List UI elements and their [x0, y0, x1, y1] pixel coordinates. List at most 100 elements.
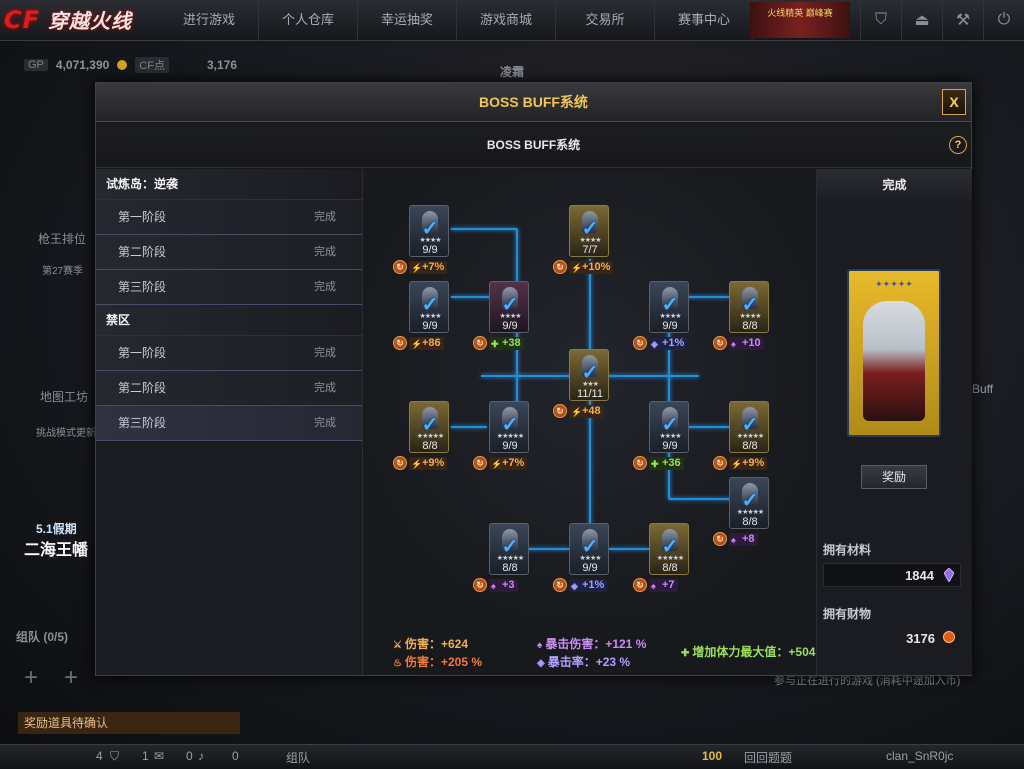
buff-node[interactable]: ✓★★★★7/7↻⚡+10% [553, 205, 614, 274]
coin-icon [943, 631, 955, 643]
buff-value: +38 [502, 337, 521, 349]
stage-name: 第三阶段 [118, 280, 167, 294]
nav-exchange[interactable]: 交易所 [556, 0, 655, 40]
top-center-text: 凌霜 [500, 65, 525, 79]
speaker-icon[interactable]: ♪ [198, 749, 204, 763]
stage-item-selected[interactable]: 第三阶段完成 [96, 406, 362, 441]
stage-item[interactable]: 第二阶段完成 [96, 235, 362, 270]
stage-item[interactable]: 第二阶段完成 [96, 371, 362, 406]
rank-title[interactable]: 枪王排位 [38, 232, 87, 246]
buff-card[interactable]: ✓★★★★★8/8 [409, 401, 449, 453]
upgrade-icon[interactable]: ↻ [713, 336, 727, 350]
character-portrait [582, 211, 598, 233]
character-portrait [742, 483, 758, 505]
buff-node[interactable]: ✓★★★★9/9↻⚡+7% [393, 205, 449, 274]
boss-buff-dialog: BOSS BUFF系统 X BOSS BUFF系统 ? 试炼岛：逆袭 第一阶段完… [95, 82, 972, 676]
buff-node[interactable]: ✓★★★★★8/8↻♠+7 [633, 523, 689, 592]
crit-rate-icon: ◈ [537, 658, 545, 669]
materials-label: 拥有材料 [823, 543, 872, 557]
group-header-trial-island[interactable]: 试炼岛：逆袭 [96, 169, 362, 200]
buff-card[interactable]: ✓★★★★9/9 [409, 281, 449, 333]
promo-banner[interactable]: 火线精英 巅峰赛 [750, 2, 850, 38]
upgrade-icon[interactable]: ↻ [713, 456, 727, 470]
upgrade-icon[interactable]: ↻ [393, 260, 407, 274]
reward-button[interactable]: 奖励 [861, 465, 927, 489]
buff-card[interactable]: ✓★★★11/11 [569, 349, 609, 401]
buff-node[interactable]: ✓★★★★9/9↻⚡+86 [393, 281, 449, 350]
buff-node[interactable]: ✓★★★★8/8↻♠+10 [713, 281, 769, 350]
nav-shop[interactable]: 游戏商城 [457, 0, 556, 40]
star-rating: ★★★★★ [416, 433, 444, 440]
stage-item[interactable]: 第三阶段完成 [96, 270, 362, 305]
shield-icon[interactable]: ⛉ [860, 0, 901, 40]
upgrade-icon[interactable]: ↻ [633, 456, 647, 470]
stage-name: 第二阶段 [118, 381, 167, 395]
buff-card[interactable]: ✓★★★★9/9 [489, 281, 529, 333]
upgrade-icon[interactable]: ↻ [553, 260, 567, 274]
upgrade-icon[interactable]: ↻ [713, 532, 727, 546]
buff-card[interactable]: ✓★★★★9/9 [409, 205, 449, 257]
buff-card[interactable]: ✓★★★★9/9 [649, 401, 689, 453]
boss-reward-card[interactable]: ✦✦✦✦✦ [847, 269, 941, 437]
orange-buff-icon: ⚡ [411, 339, 423, 349]
upgrade-icon[interactable]: ↻ [633, 336, 647, 350]
buff-card[interactable]: ✓★★★★★8/8 [649, 523, 689, 575]
nav-events[interactable]: 赛事中心 [655, 0, 754, 40]
map-workshop[interactable]: 地图工坊 [40, 390, 89, 404]
buff-card[interactable]: ✓★★★★★8/8 [729, 401, 769, 453]
clan-name[interactable]: clan_SnR0jc [886, 749, 954, 763]
checkmark-icon: ✓ [581, 218, 599, 240]
buff-value: +7% [422, 261, 445, 273]
wealth-label: 拥有财物 [823, 607, 872, 621]
stage-item[interactable]: 第一阶段完成 [96, 336, 362, 371]
buff-node[interactable]: ✓★★★★★9/9 ↻⚡+7% [473, 401, 529, 470]
stage-item[interactable]: 第一阶段完成 [96, 200, 362, 235]
star-rating: ★★★★★ [736, 433, 764, 440]
power-icon[interactable]: ⏻ [983, 0, 1024, 40]
buff-card[interactable]: ✓★★★★7/7 [569, 205, 609, 257]
buff-node[interactable]: ✓★★★★9/9↻✚+38 [473, 281, 529, 350]
buff-node[interactable]: ✓★★★★★8/8↻♠+8 [713, 477, 769, 546]
reward-confirm-bar[interactable]: 奖励道具待确认 [18, 712, 240, 734]
channel-label[interactable]: 组队 [286, 751, 311, 765]
nav-play-game[interactable]: 进行游戏 [160, 0, 259, 40]
buff-card[interactable]: ✓★★★★9/9 [569, 523, 609, 575]
buff-label: ↻⚡+7% [473, 456, 531, 472]
buff-node[interactable]: ✓★★★★9/9↻◈+1% [633, 281, 689, 350]
buff-node[interactable]: ✓★★★★9/9↻✚+36 [633, 401, 689, 470]
add-member-icon-2[interactable]: + [64, 664, 79, 691]
buff-node[interactable]: ✓★★★★★8/8↻⚡+9% [713, 401, 769, 470]
buff-card[interactable]: ✓★★★★9/9 [649, 281, 689, 333]
buff-card[interactable]: ✓★★★★★8/8 [489, 523, 529, 575]
help-icon[interactable]: ? [949, 136, 967, 154]
upgrade-icon[interactable]: ↻ [393, 336, 407, 350]
buff-card[interactable]: ✓★★★★★9/9 [489, 401, 529, 453]
buff-node[interactable]: ✓★★★★★8/8↻♠+3 [473, 523, 529, 592]
buff-card[interactable]: ✓★★★★★8/8 [729, 477, 769, 529]
group-header-restricted-zone[interactable]: 禁区 [96, 305, 362, 336]
buff-node[interactable]: ✓★★★11/11↻⚡+48 [553, 349, 609, 418]
upgrade-icon[interactable]: ↻ [553, 404, 567, 418]
upgrade-icon[interactable]: ↻ [473, 336, 487, 350]
nav-lucky-draw[interactable]: 幸运抽奖 [358, 0, 457, 40]
upgrade-icon[interactable]: ↻ [553, 578, 567, 592]
upgrade-icon[interactable]: ↻ [473, 456, 487, 470]
buff-node[interactable]: ✓★★★★★8/8↻⚡+9% [393, 401, 449, 470]
orange-buff-icon: ⚡ [571, 263, 583, 273]
nav-inventory[interactable]: 个人仓库 [259, 0, 358, 40]
wrench-icon[interactable]: ⚒ [942, 0, 983, 40]
buff-card[interactable]: ✓★★★★8/8 [729, 281, 769, 333]
stage-name: 第一阶段 [118, 346, 167, 360]
promo-holiday[interactable]: 5.1假期 [36, 522, 77, 536]
buff-value-tag: ⚡+86 [409, 337, 444, 350]
card-stars: ✦✦✦✦✦ [875, 279, 913, 289]
exit-room-icon[interactable]: ⏏ [901, 0, 942, 40]
close-button[interactable]: X [942, 89, 966, 115]
add-member-icon[interactable]: + [24, 664, 39, 691]
upgrade-icon[interactable]: ↻ [473, 578, 487, 592]
upgrade-icon[interactable]: ↻ [393, 456, 407, 470]
chat-icon[interactable]: ✉ [154, 749, 165, 763]
buff-node[interactable]: ✓★★★★9/9↻◈+1% [553, 523, 609, 592]
upgrade-icon[interactable]: ↻ [633, 578, 647, 592]
join-game-hint: 参与正在进行的游戏 (消耗中途加入币) [774, 675, 961, 687]
